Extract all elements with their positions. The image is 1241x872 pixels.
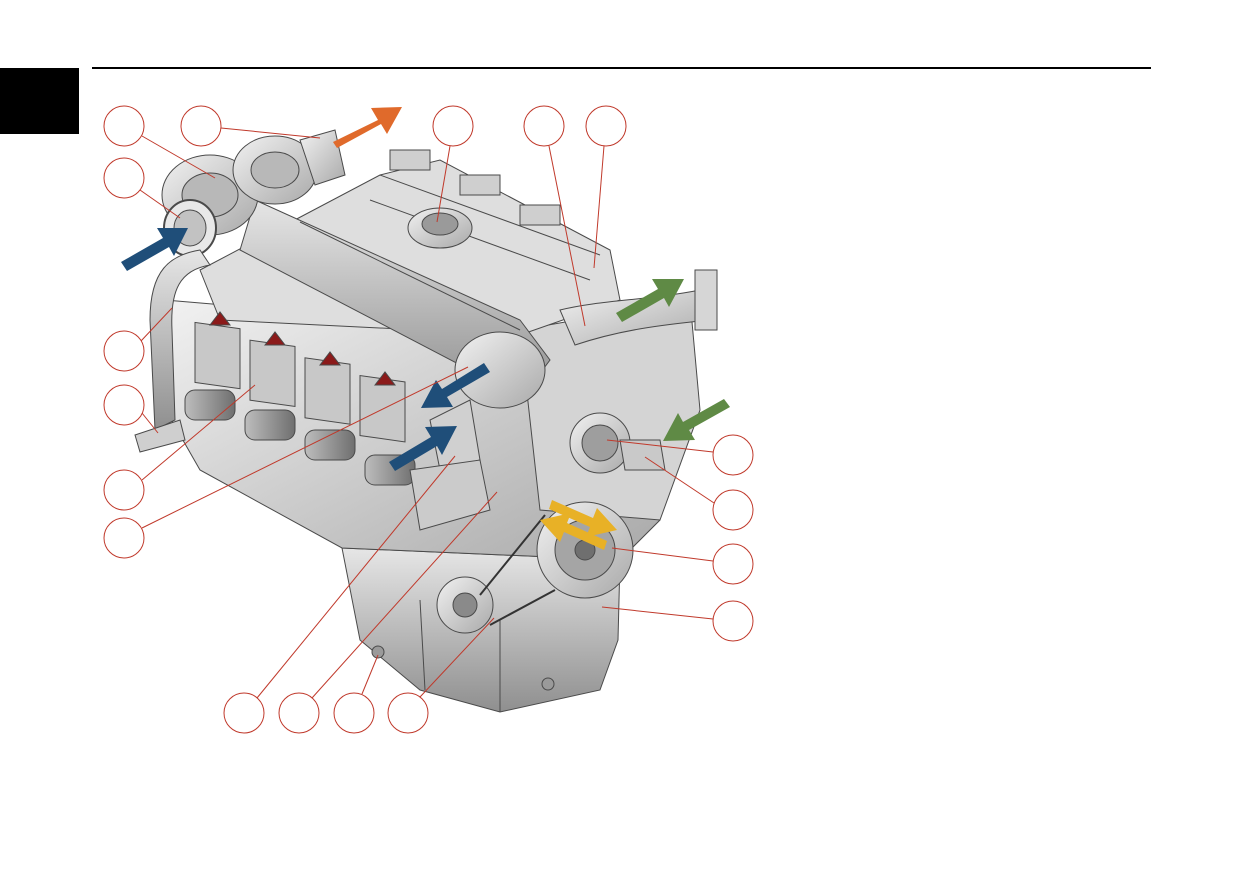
callout-14 bbox=[601, 600, 754, 642]
exhaust-pipe bbox=[149, 249, 211, 431]
header-rule bbox=[92, 67, 1151, 69]
callout-1 bbox=[103, 105, 216, 179]
coolant-inlet-arrow bbox=[663, 399, 730, 441]
callouts bbox=[103, 105, 754, 734]
charge-air-arrow-1 bbox=[421, 363, 490, 408]
belt-drive-arrow-2 bbox=[540, 513, 607, 550]
callout-12 bbox=[644, 456, 754, 531]
callout-17 bbox=[333, 654, 379, 734]
callout-7 bbox=[103, 307, 173, 372]
filter-housing bbox=[409, 459, 491, 531]
mounting-bracket bbox=[134, 419, 186, 453]
chapter-tab bbox=[0, 68, 79, 134]
drive-belt bbox=[479, 514, 556, 626]
air-intake-arrow bbox=[121, 228, 188, 271]
callout-10 bbox=[103, 366, 469, 559]
cylinder-covers bbox=[194, 311, 406, 443]
exhaust-flow-arrow bbox=[333, 107, 402, 148]
engine-illustration bbox=[134, 129, 718, 713]
intake-elbow bbox=[454, 331, 546, 409]
callout-4 bbox=[523, 105, 586, 327]
flow-arrows bbox=[121, 107, 730, 550]
callout-3 bbox=[432, 105, 474, 223]
charge-air-arrow-2 bbox=[389, 426, 457, 471]
callout-16 bbox=[278, 491, 498, 734]
callout-8 bbox=[103, 384, 159, 434]
oil-drain-plug bbox=[371, 645, 385, 659]
callout-11 bbox=[606, 434, 754, 476]
callout-2 bbox=[180, 105, 321, 147]
callout-18 bbox=[387, 617, 495, 734]
callout-13 bbox=[611, 543, 754, 585]
belt-drive-arrow-1 bbox=[549, 500, 617, 537]
callout-6 bbox=[103, 157, 181, 219]
callout-5 bbox=[585, 105, 627, 269]
cylinder-head bbox=[199, 159, 621, 336]
exhaust-outlet bbox=[299, 129, 346, 186]
callout-9 bbox=[103, 384, 256, 511]
coolant-outlet-arrow bbox=[616, 279, 684, 322]
callout-15 bbox=[223, 455, 456, 734]
